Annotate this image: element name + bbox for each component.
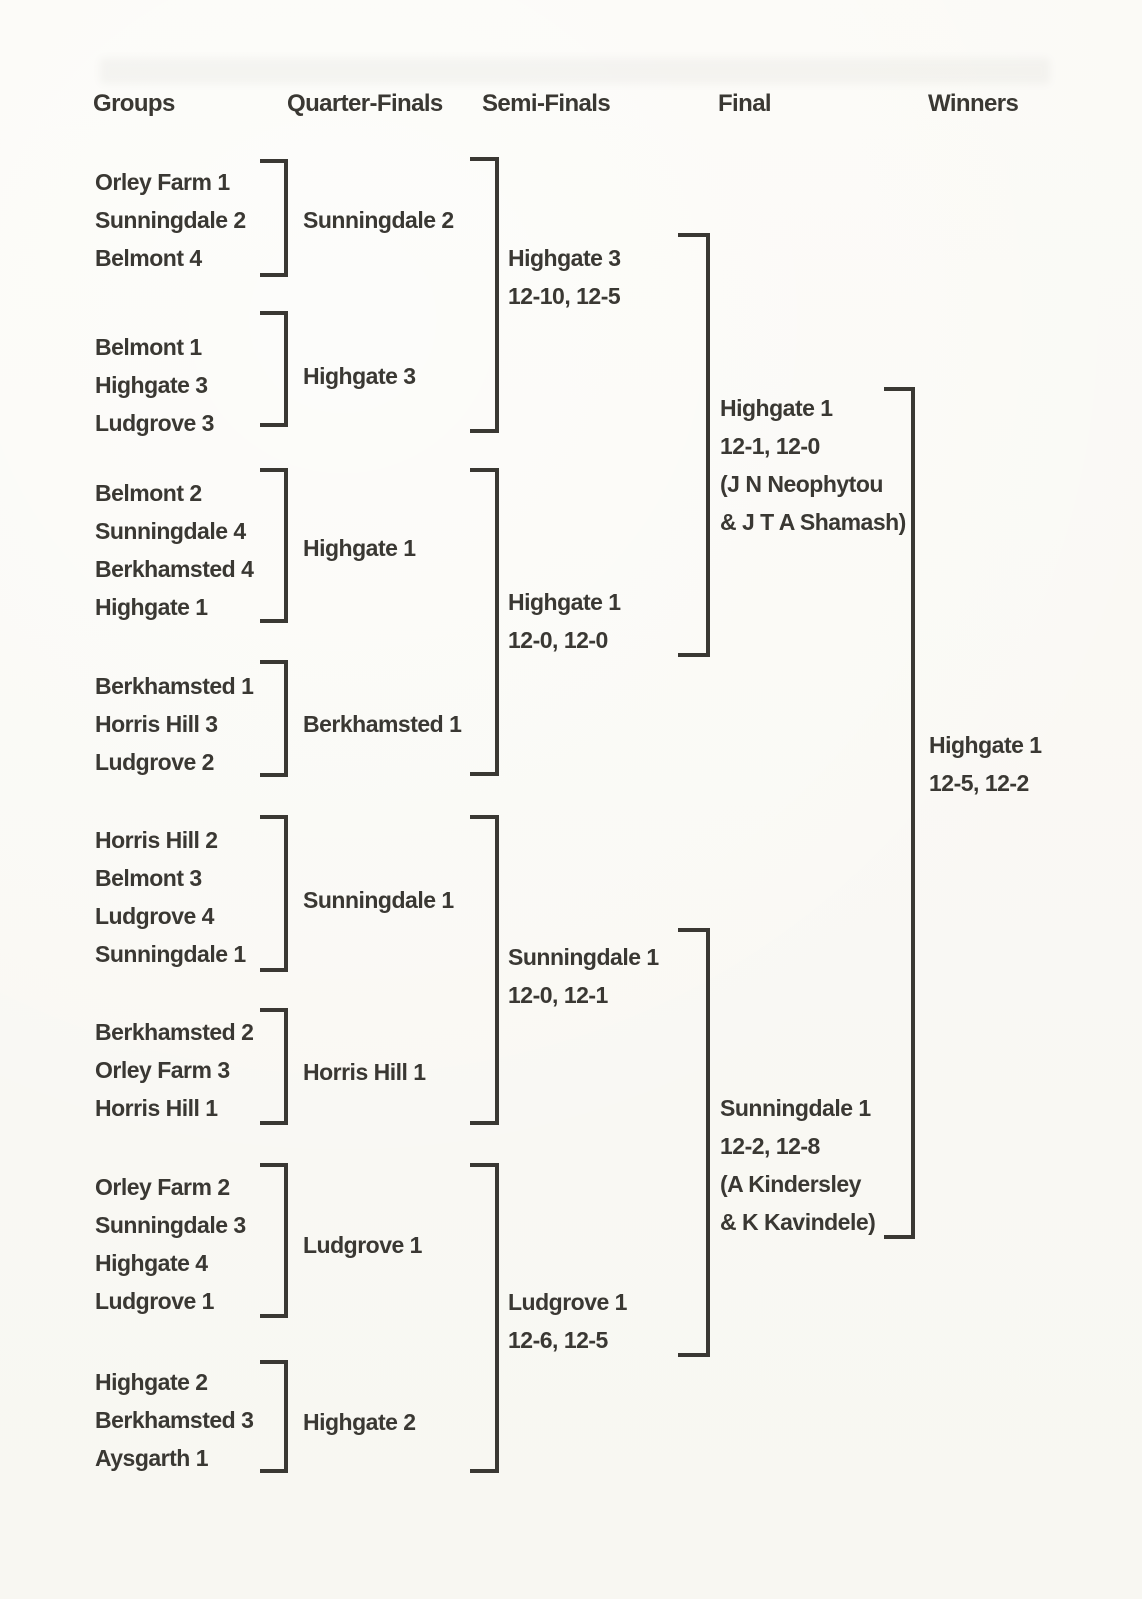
quarterfinal-4-winner: Berkhamsted 1 (303, 711, 462, 737)
group-1-teams: Orley Farm 1 Sunningdale 2 Belmont 4 (95, 163, 246, 277)
column-header-final: Final (718, 90, 772, 117)
champion-name: Highgate 1 (929, 732, 1042, 758)
column-header-groups: Groups (93, 90, 175, 117)
final-2-winner: Sunningdale 1 (720, 1095, 871, 1121)
group-3-bracket (260, 468, 288, 623)
quarterfinal-8-winner: Highgate 2 (303, 1409, 416, 1435)
group-4-teams: Berkhamsted 1 Horris Hill 3 Ludgrove 2 (95, 667, 254, 781)
team-label: Highgate 2 (95, 1369, 208, 1395)
scan-ghost-artifact (100, 58, 1050, 84)
group-8-bracket (260, 1360, 288, 1473)
team-label: Sunningdale 4 (95, 518, 246, 544)
semifinal-1-winner: Highgate 3 (508, 245, 621, 271)
group-6-teams: Berkhamsted 2 Orley Farm 3 Horris Hill 1 (95, 1013, 254, 1127)
semifinal-2-bracket (470, 468, 499, 776)
quarterfinal-1-winner: Sunningdale 2 (303, 207, 454, 233)
final-1-players-line2: & J T A Shamash) (720, 509, 906, 535)
group-8-teams: Highgate 2 Berkhamsted 3 Aysgarth 1 (95, 1363, 254, 1477)
quarterfinal-3-winner: Highgate 1 (303, 535, 416, 561)
group-5-bracket (260, 815, 288, 972)
final-1-bracket (678, 233, 710, 657)
team-label: Highgate 3 (95, 372, 208, 398)
team-label: Highgate 4 (95, 1250, 208, 1276)
final-2-score: 12-2, 12-8 (720, 1133, 820, 1159)
semifinal-2-score: 12-0, 12-0 (508, 627, 608, 653)
final-1-winner: Highgate 1 (720, 395, 833, 421)
final-1-score: 12-1, 12-0 (720, 433, 820, 459)
team-label: Sunningdale 1 (95, 941, 246, 967)
team-label: Horris Hill 2 (95, 827, 218, 853)
group-7-teams: Orley Farm 2 Sunningdale 3 Highgate 4 Lu… (95, 1168, 246, 1320)
semifinal-4-result: Ludgrove 1 12-6, 12-5 (508, 1283, 627, 1359)
group-2-bracket (260, 311, 288, 427)
team-label: Sunningdale 3 (95, 1212, 246, 1238)
group-2-teams: Belmont 1 Highgate 3 Ludgrove 3 (95, 328, 214, 442)
team-label: Berkhamsted 4 (95, 556, 254, 582)
group-3-teams: Belmont 2 Sunningdale 4 Berkhamsted 4 Hi… (95, 474, 254, 626)
team-label: Horris Hill 1 (95, 1095, 218, 1121)
quarterfinal-2-winner: Highgate 3 (303, 363, 416, 389)
quarterfinal-7-winner: Ludgrove 1 (303, 1232, 422, 1258)
team-label: Belmont 3 (95, 865, 202, 891)
semifinal-3-score: 12-0, 12-1 (508, 982, 608, 1008)
champion-result: Highgate 1 12-5, 12-2 (929, 726, 1042, 802)
final-2-players-line2: & K Kavindele) (720, 1209, 876, 1235)
quarterfinal-5-winner: Sunningdale 1 (303, 887, 454, 913)
team-label: Orley Farm 3 (95, 1057, 230, 1083)
team-label: Berkhamsted 2 (95, 1019, 254, 1045)
column-header-winners: Winners (928, 90, 1019, 117)
semifinal-1-bracket (470, 157, 499, 433)
group-4-bracket (260, 660, 288, 777)
team-label: Aysgarth 1 (95, 1445, 209, 1471)
team-label: Horris Hill 3 (95, 711, 218, 737)
group-1-bracket (260, 159, 288, 277)
semifinal-2-result: Highgate 1 12-0, 12-0 (508, 583, 621, 659)
semifinal-4-bracket (470, 1163, 499, 1473)
team-label: Orley Farm 1 (95, 169, 230, 195)
team-label: Ludgrove 4 (95, 903, 214, 929)
column-header-semi-finals: Semi-Finals (482, 90, 611, 117)
team-label: Berkhamsted 3 (95, 1407, 254, 1433)
group-7-bracket (260, 1163, 288, 1318)
quarterfinal-6-winner: Horris Hill 1 (303, 1059, 426, 1085)
semifinal-1-score: 12-10, 12-5 (508, 283, 621, 309)
team-label: Ludgrove 1 (95, 1288, 214, 1314)
semifinal-3-result: Sunningdale 1 12-0, 12-1 (508, 938, 659, 1014)
group-6-bracket (260, 1008, 288, 1125)
team-label: Ludgrove 2 (95, 749, 214, 775)
final-2-result: Sunningdale 1 12-2, 12-8 (A Kindersley &… (720, 1089, 876, 1241)
semifinal-2-winner: Highgate 1 (508, 589, 621, 615)
team-label: Belmont 2 (95, 480, 202, 506)
champion-score: 12-5, 12-2 (929, 770, 1029, 796)
semifinal-3-winner: Sunningdale 1 (508, 944, 659, 970)
team-label: Belmont 4 (95, 245, 202, 271)
team-label: Orley Farm 2 (95, 1174, 230, 1200)
final-1-result: Highgate 1 12-1, 12-0 (J N Neophytou & J… (720, 389, 906, 541)
team-label: Sunningdale 2 (95, 207, 246, 233)
team-label: Ludgrove 3 (95, 410, 214, 436)
team-label: Highgate 1 (95, 594, 208, 620)
semifinal-3-bracket (470, 815, 499, 1125)
team-label: Berkhamsted 1 (95, 673, 254, 699)
semifinal-1-result: Highgate 3 12-10, 12-5 (508, 239, 621, 315)
final-2-players-line1: (A Kindersley (720, 1171, 861, 1197)
winner-bracket (884, 387, 915, 1239)
semifinal-4-score: 12-6, 12-5 (508, 1327, 608, 1353)
team-label: Belmont 1 (95, 334, 202, 360)
semifinal-4-winner: Ludgrove 1 (508, 1289, 627, 1315)
final-2-bracket (678, 928, 710, 1357)
column-header-quarter-finals: Quarter-Finals (287, 90, 443, 117)
final-1-players-line1: (J N Neophytou (720, 471, 883, 497)
group-5-teams: Horris Hill 2 Belmont 3 Ludgrove 4 Sunni… (95, 821, 246, 973)
